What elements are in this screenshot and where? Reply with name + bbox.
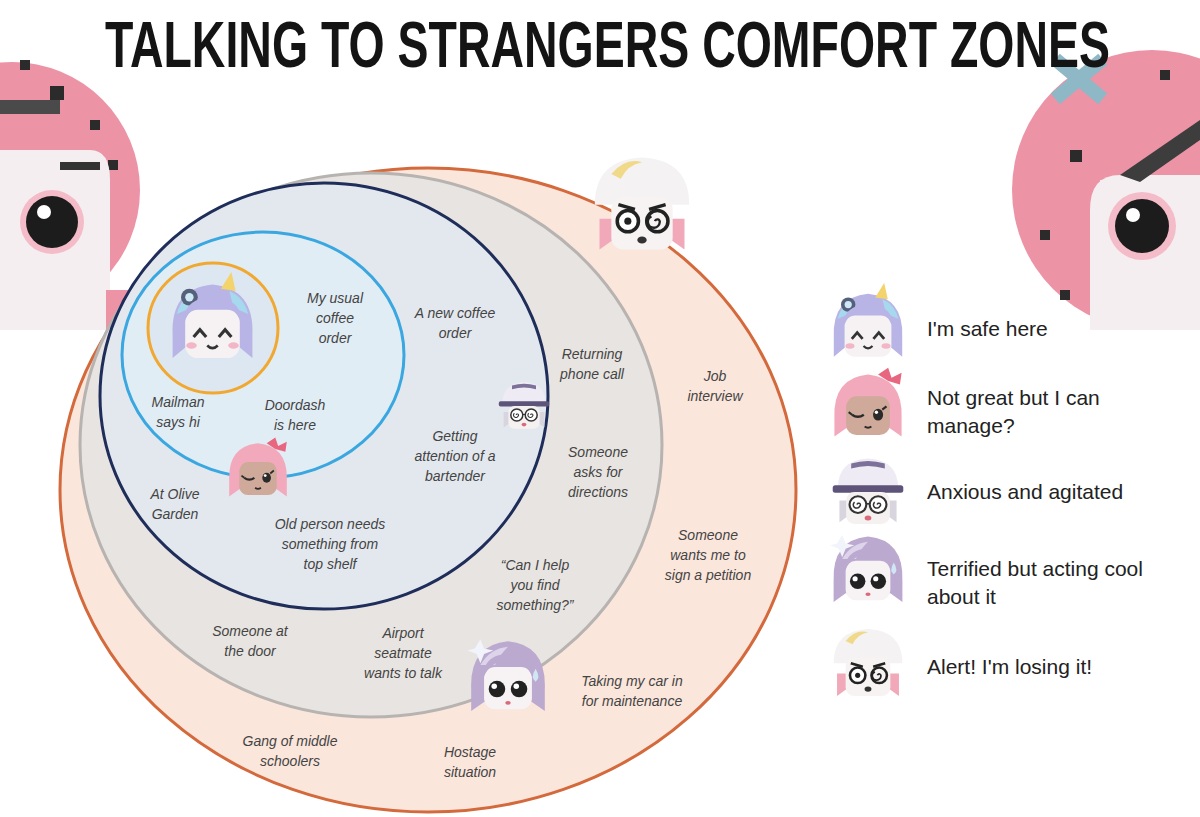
legend-icon bbox=[834, 283, 903, 357]
zone-circle: Job interviewSomeone wants me to sign a … bbox=[60, 168, 796, 812]
zone-label: Mailman says hi bbox=[143, 392, 213, 432]
zone-label: Airport seatmate wants to talk bbox=[357, 623, 449, 683]
zone-label: Someone asks for directions bbox=[556, 442, 641, 502]
legend-icon bbox=[833, 458, 904, 524]
zone-circle: Returning phone callSomeone asks for dir… bbox=[80, 173, 662, 717]
zone-label: Someone at the door bbox=[205, 621, 295, 661]
zone-label: Old person needs something from top shel… bbox=[273, 514, 388, 574]
zone-ellipse bbox=[100, 183, 548, 609]
zone-ellipse bbox=[60, 168, 796, 812]
legend-label: Alert! I'm losing it! bbox=[927, 653, 1167, 681]
alert-character bbox=[595, 157, 689, 249]
legend-label: I'm safe here bbox=[927, 315, 1167, 343]
legend-label: Not great but I can manage? bbox=[927, 384, 1142, 440]
zone-label: Hostage situation bbox=[430, 742, 510, 782]
terrified-character bbox=[468, 639, 545, 711]
zone-label: Getting attention of a bartender bbox=[405, 426, 505, 486]
zone-label: A new coffee order bbox=[414, 303, 496, 343]
zone-ellipse bbox=[80, 173, 662, 717]
left-crop-character bbox=[0, 60, 140, 330]
legend-icon bbox=[834, 368, 901, 437]
legend-icon bbox=[830, 535, 902, 602]
zone-label: Gang of middle schoolers bbox=[230, 731, 350, 771]
zone-label: “Can I help you find something?” bbox=[493, 555, 577, 615]
legend-label: Terrified but acting cool about it bbox=[927, 555, 1177, 611]
manage-character bbox=[229, 437, 287, 496]
diagram-title: TALKING TO STRANGERS COMFORT ZONES bbox=[105, 4, 1110, 86]
zone-circle: A new coffee orderGetting attention of a… bbox=[100, 183, 548, 609]
right-crop-character bbox=[1012, 50, 1200, 330]
legend-icon bbox=[834, 629, 903, 696]
zone-label: Someone wants me to sign a petition bbox=[664, 525, 752, 585]
zone-label: Job interview bbox=[675, 366, 755, 406]
anxious-character bbox=[499, 382, 549, 429]
zone-label: My usual coffee order bbox=[302, 288, 368, 348]
safe-circle bbox=[148, 263, 278, 393]
safe-character bbox=[173, 272, 253, 358]
zone-ellipse bbox=[122, 232, 404, 478]
zone-label: At Olive Garden bbox=[140, 484, 210, 524]
zone-label: Returning phone call bbox=[547, 344, 637, 384]
zone-label: Taking my car in for maintenance bbox=[575, 671, 690, 711]
legend-label: Anxious and agitated bbox=[927, 478, 1167, 506]
zone-label: Doordash is here bbox=[260, 395, 330, 435]
